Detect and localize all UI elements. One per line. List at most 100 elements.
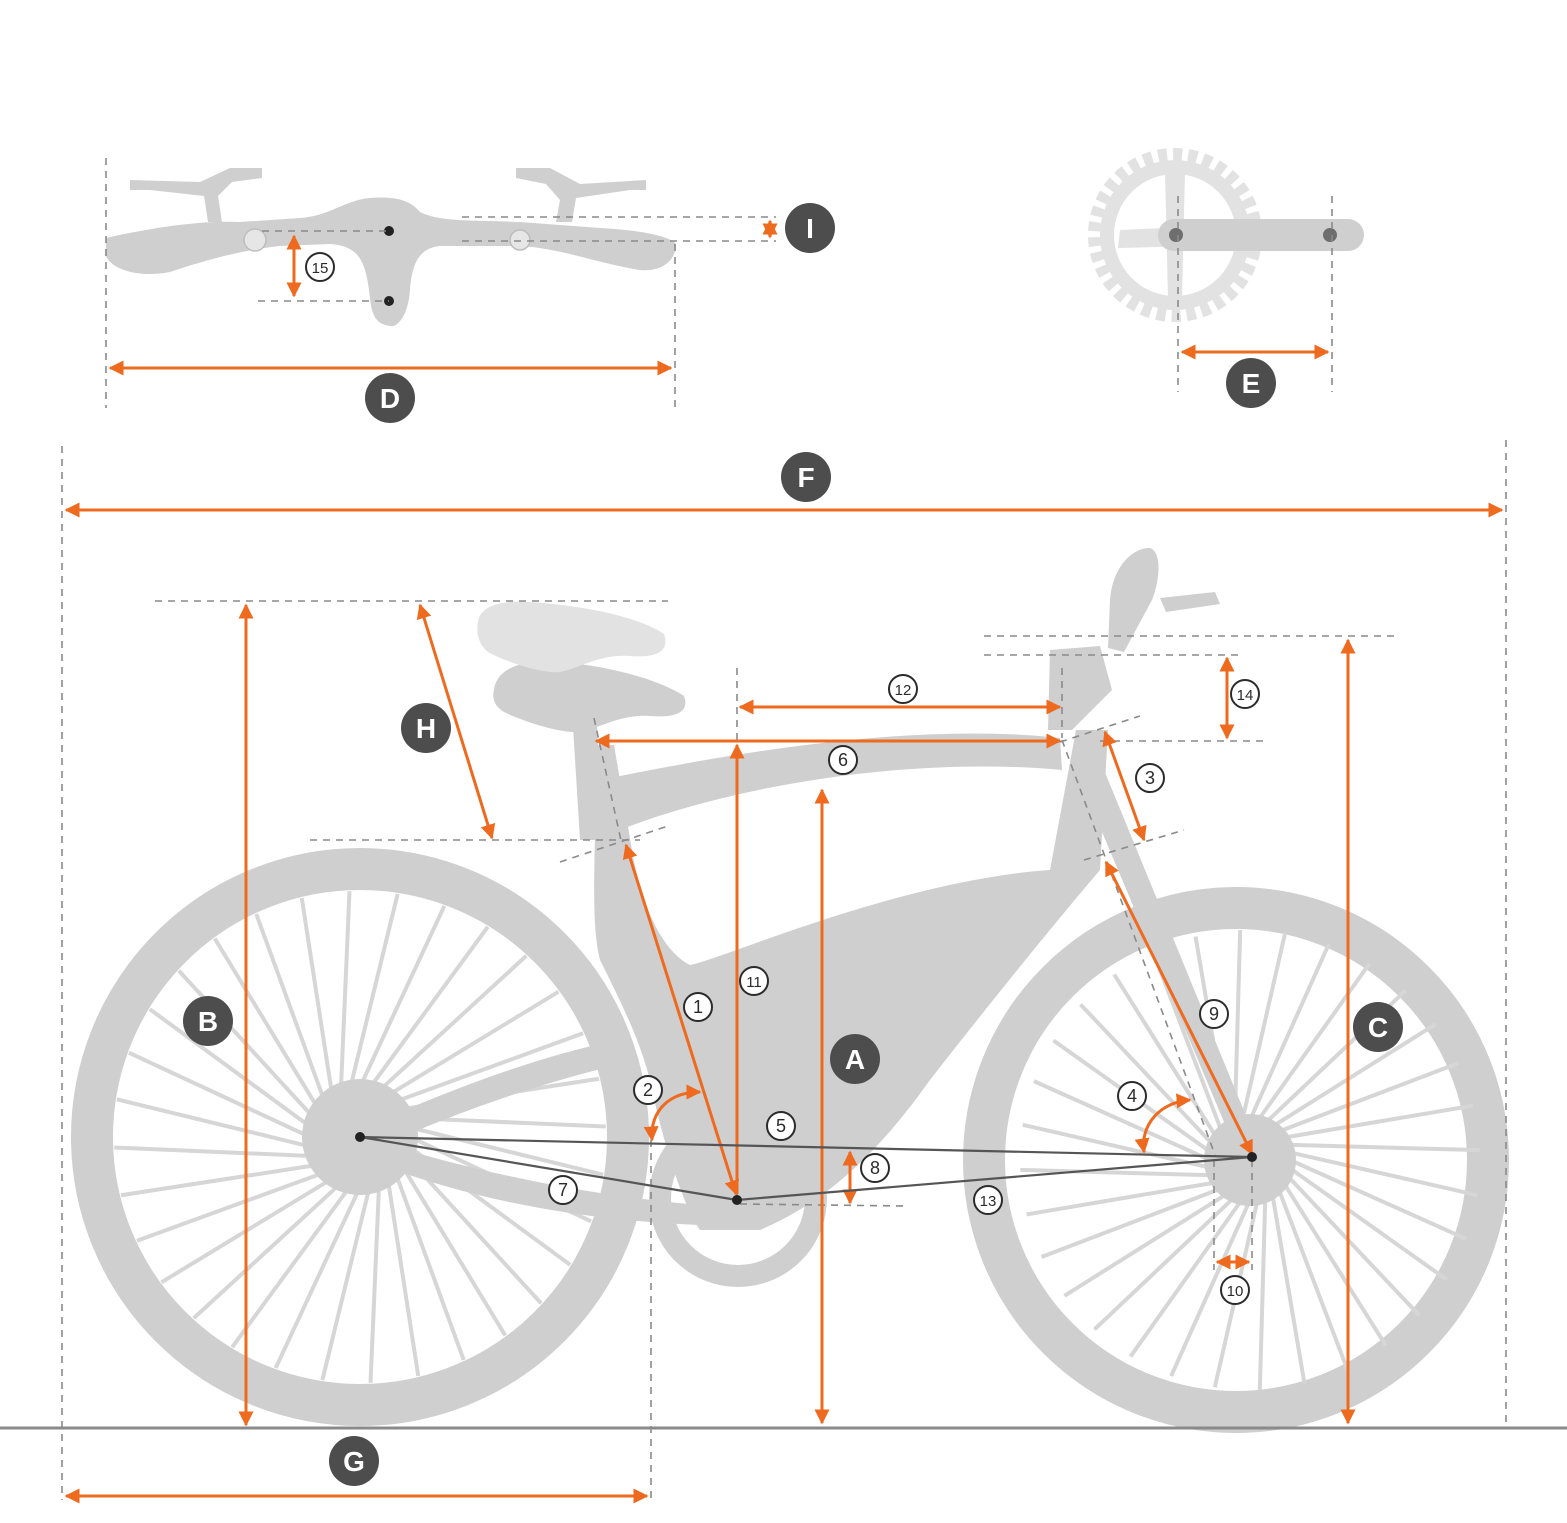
wheel-spoke [1169, 1199, 1252, 1377]
wheel-spoke [120, 1162, 319, 1198]
letter-badges: A B C D E F G H I [183, 203, 1403, 1486]
badge-e: E [1226, 358, 1276, 408]
crank-view [1088, 148, 1364, 392]
dimension-lines [64, 502, 1504, 1504]
wheel-spoke [393, 1171, 466, 1361]
svg-text:E: E [1242, 368, 1261, 399]
fork-length-dimension-9 [1104, 860, 1254, 1156]
wheel-spoke [338, 891, 352, 1091]
svg-text:A: A [845, 1044, 865, 1075]
svg-text:6: 6 [838, 750, 848, 770]
wheel-spoke [1282, 1103, 1474, 1140]
svg-text:13: 13 [980, 1193, 997, 1210]
marker-1: 1 [683, 992, 713, 1022]
wheel-spoke [1040, 1186, 1223, 1259]
badge-i: I [785, 203, 835, 253]
svg-text:I: I [806, 213, 814, 244]
wheel-spoke [148, 1007, 313, 1129]
wheel-spoke [1281, 1181, 1388, 1347]
badge-d: D [365, 373, 415, 423]
number-markers: 1 2 3 4 5 6 7 8 9 10 11 12 13 14 15 [305, 252, 1260, 1305]
badge-a: A [830, 1034, 880, 1084]
svg-text:11: 11 [746, 974, 762, 991]
svg-text:10: 10 [1227, 1283, 1244, 1300]
wheel-spoke [368, 925, 490, 1090]
svg-text:12: 12 [895, 682, 912, 699]
marker-10: 10 [1220, 1275, 1250, 1305]
wheel-spoke [394, 1031, 584, 1104]
marker-3: 3 [1135, 763, 1165, 793]
wheel-spoke [192, 1181, 343, 1320]
marker-11: 11 [739, 966, 769, 996]
svg-text:4: 4 [1127, 1086, 1137, 1106]
svg-text:B: B [198, 1006, 218, 1037]
wheel-spoke [408, 1125, 604, 1177]
svg-text:C: C [1368, 1012, 1388, 1043]
head-tube-dimension-3 [1102, 730, 1147, 842]
badge-c: C [1353, 1002, 1403, 1052]
seat-tube-dimension-1 [622, 843, 740, 1196]
marker-6: 6 [828, 745, 858, 775]
wheel-spoke [320, 1185, 372, 1381]
svg-text:G: G [343, 1446, 365, 1477]
wheel-spoke [385, 1178, 421, 1377]
wheel-spoke [358, 905, 447, 1088]
wheel-spoke [1128, 1198, 1244, 1358]
wheel-spoke [368, 1183, 382, 1383]
wheel-spoke [1020, 1167, 1214, 1178]
svg-text:9: 9 [1209, 1004, 1219, 1024]
svg-text:D: D [380, 383, 400, 414]
wheel-spoke [254, 913, 327, 1103]
marker-15: 15 [305, 252, 335, 282]
marker-7: 7 [548, 1175, 578, 1205]
marker-14: 14 [1230, 679, 1260, 709]
wheel-spoke [1257, 1196, 1268, 1390]
wheel-spoke [299, 897, 335, 1096]
geometry-lines [355, 1132, 1257, 1205]
wheel-spoke [116, 1097, 312, 1149]
badge-b: B [183, 996, 233, 1046]
wheel-spoke [1093, 1195, 1237, 1331]
svg-text:1: 1 [693, 997, 703, 1017]
badge-h: H [401, 703, 451, 753]
wheel-spoke [128, 1050, 311, 1139]
svg-text:5: 5 [776, 1116, 786, 1136]
wheel-spoke [1288, 1166, 1448, 1282]
marker-12: 12 [888, 674, 918, 704]
svg-text:14: 14 [1237, 687, 1254, 704]
wheel-spoke [1286, 1142, 1480, 1153]
marker-8: 8 [860, 1153, 890, 1183]
wheel-spoke [273, 1186, 362, 1369]
wheel-spoke [1248, 943, 1331, 1121]
wheel-spoke [348, 893, 400, 1089]
handlebar-top-view [105, 158, 778, 408]
wheel-spoke [399, 1163, 507, 1337]
badge-f: F [781, 452, 831, 502]
wheel-spoke [136, 1170, 326, 1243]
head-angle-arc-4 [1134, 1093, 1192, 1154]
wheel-spoke [386, 990, 560, 1098]
svg-text:7: 7 [558, 1180, 568, 1200]
svg-text:H: H [416, 713, 436, 744]
seatpost-dimension-h [416, 603, 496, 840]
marker-4: 4 [1117, 1081, 1147, 1111]
svg-text:3: 3 [1145, 768, 1155, 788]
badge-g: G [329, 1436, 379, 1486]
wheel-spoke [1270, 1192, 1307, 1384]
marker-13: 13 [973, 1185, 1003, 1215]
marker-9: 9 [1199, 999, 1229, 1029]
wheel-spoke [1026, 1180, 1218, 1217]
wheel-spoke [1289, 1158, 1467, 1241]
wheel-spoke [1276, 1187, 1349, 1370]
wheel-spoke [213, 937, 321, 1111]
wheel-spoke [1277, 1061, 1460, 1134]
marker-5: 5 [766, 1111, 796, 1141]
seat-angle-arc-2 [643, 1084, 702, 1142]
bike-side-view [71, 548, 1509, 1433]
svg-text:8: 8 [870, 1158, 880, 1178]
marker-2: 2 [633, 1075, 663, 1105]
wheel-spoke [1288, 1150, 1478, 1198]
svg-text:F: F [797, 462, 814, 493]
svg-text:2: 2 [643, 1080, 653, 1100]
